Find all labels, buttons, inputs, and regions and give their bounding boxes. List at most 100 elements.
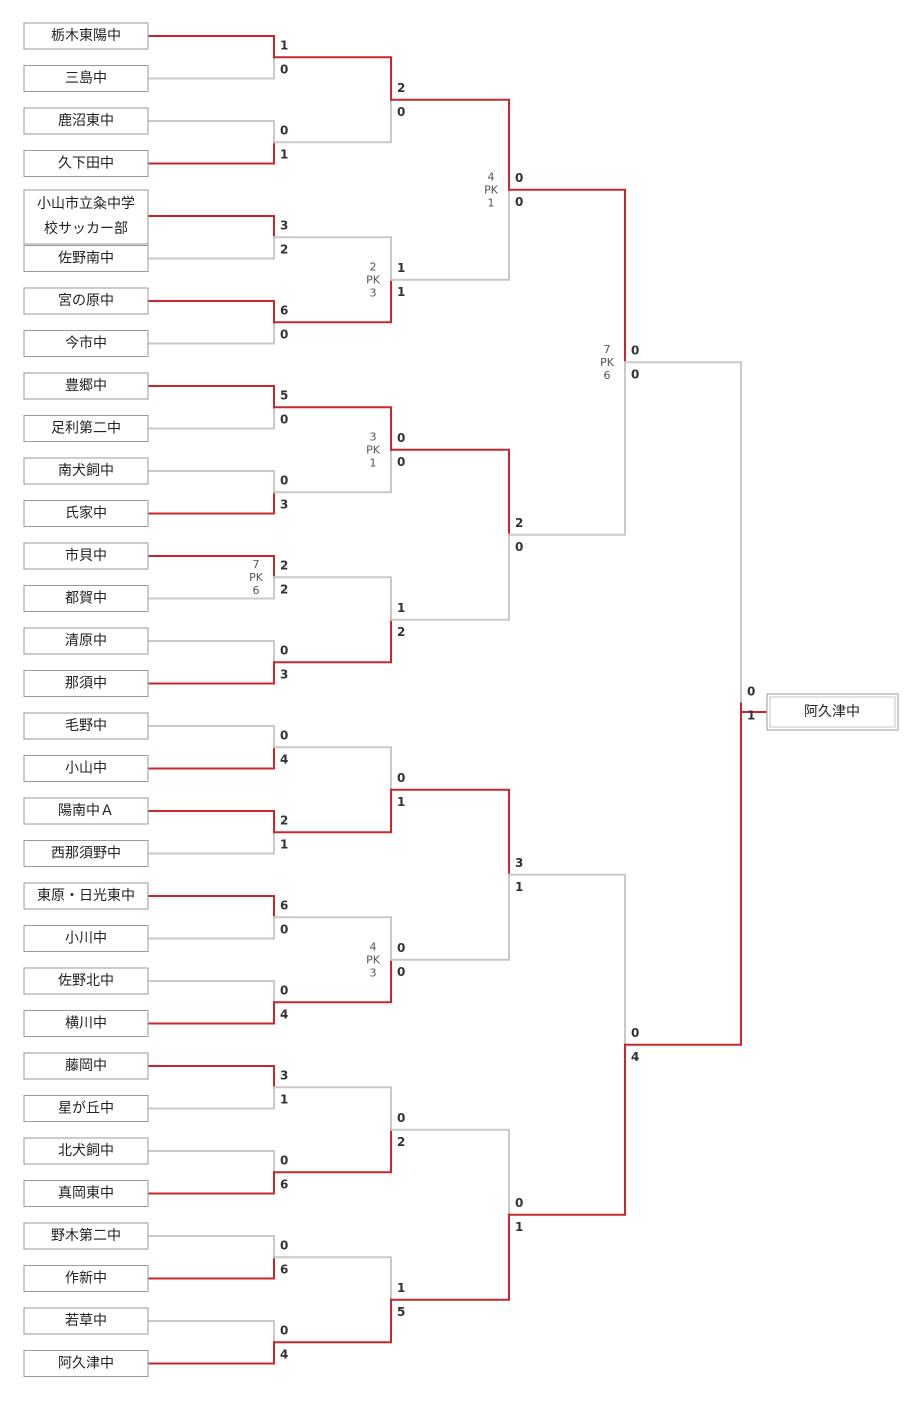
score-label: 0 xyxy=(280,922,288,936)
score-label: 0 xyxy=(280,62,288,76)
team-name: 横川中 xyxy=(65,1016,107,1032)
team-box xyxy=(23,1052,149,1080)
bracket-line-lose xyxy=(147,576,275,600)
team-item: 豊郷中 xyxy=(23,372,149,400)
score-label: 0 xyxy=(397,431,405,445)
pk-label: PK xyxy=(366,443,381,456)
bracket-line-win xyxy=(147,385,275,409)
bracket-line-win xyxy=(273,958,392,1004)
bracket-line-win xyxy=(147,895,275,919)
team-name: 足利第二中 xyxy=(51,420,121,437)
team-box xyxy=(23,415,149,442)
team-box xyxy=(23,967,149,995)
pk-label: PK xyxy=(249,571,264,584)
bracket-line-win xyxy=(273,788,392,834)
bracket-line-win xyxy=(508,188,626,364)
team-box xyxy=(23,330,149,357)
team-name: 今市中 xyxy=(65,335,107,352)
bracket-line-win xyxy=(147,661,275,685)
champion-name: 阿久津中 xyxy=(804,704,860,720)
team-box xyxy=(23,1180,149,1207)
score-label: 3 xyxy=(280,1068,288,1082)
score-label: 0 xyxy=(515,1196,523,1210)
team-item: 毛野中 xyxy=(23,712,149,740)
team-item: 東原・日光東中 xyxy=(23,882,149,910)
score-label: 2 xyxy=(397,81,405,95)
pk-score: 3 xyxy=(370,966,377,979)
score-label: 2 xyxy=(515,516,523,530)
bracket-line-win xyxy=(273,56,392,101)
score-label: 4 xyxy=(280,1007,288,1021)
team-item: 若草中 xyxy=(23,1307,149,1335)
score-label: 1 xyxy=(280,38,288,52)
score-label: 0 xyxy=(280,123,288,137)
team-box xyxy=(23,670,149,697)
team-box xyxy=(23,150,149,177)
team-name: 豊郷中 xyxy=(65,378,107,394)
pk-score: 7 xyxy=(253,558,260,571)
score-label: 4 xyxy=(631,1050,639,1064)
pk-score: 7 xyxy=(604,343,611,356)
score-label: 0 xyxy=(280,327,288,341)
score-label: 0 xyxy=(280,1153,288,1167)
bracket-line-lose xyxy=(147,1086,275,1110)
bracket-line-lose xyxy=(147,1235,275,1259)
team-item: 久下田中 xyxy=(23,150,149,177)
team-name: 陽南中Ａ xyxy=(58,803,114,819)
score-label: 1 xyxy=(397,795,405,809)
team-item: 星が丘中 xyxy=(23,1095,149,1122)
bracket-line-lose xyxy=(390,533,510,621)
bracket-lines xyxy=(147,35,769,1365)
team-box xyxy=(23,1095,149,1122)
score-label: 4 xyxy=(280,1347,288,1361)
team-box xyxy=(23,585,149,612)
team-box xyxy=(23,1137,149,1165)
team-name: 北犬飼中 xyxy=(58,1143,114,1159)
score-label: 0 xyxy=(515,540,523,554)
team-name: 野木第二中 xyxy=(51,1227,121,1244)
score-label: 2 xyxy=(280,242,288,256)
team-name: 東原・日光東中 xyxy=(37,888,135,904)
pk-label: PK xyxy=(366,953,381,966)
team-box xyxy=(23,1010,149,1037)
team-box xyxy=(23,372,149,400)
score-label: 3 xyxy=(280,497,288,511)
bracket-line-lose xyxy=(147,1320,275,1344)
score-label: 0 xyxy=(280,1323,288,1337)
team-name: 藤岡中 xyxy=(65,1058,107,1074)
score-label: 0 xyxy=(747,685,755,699)
score-label: 0 xyxy=(397,1111,405,1125)
bracket-line-lose xyxy=(147,640,275,664)
team-item: 佐野北中 xyxy=(23,967,149,995)
score-label: 0 xyxy=(397,941,405,955)
team-name: 氏家中 xyxy=(65,505,107,522)
bracket-line-win xyxy=(147,1171,275,1195)
pk-score: 3 xyxy=(370,286,377,299)
bracket-line-win xyxy=(147,1341,275,1365)
score-label: 0 xyxy=(280,643,288,657)
pk-score: 6 xyxy=(253,584,260,597)
score-label: 0 xyxy=(280,473,288,487)
team-name: 阿久津中 xyxy=(58,1356,114,1372)
score-label: 0 xyxy=(515,195,523,209)
score-label: 0 xyxy=(280,728,288,742)
score-label: 2 xyxy=(397,625,405,639)
team-item: 野木第二中 xyxy=(23,1222,149,1250)
team-box xyxy=(23,882,149,910)
bracket-line-win xyxy=(273,278,392,324)
champion-area: 阿久津中 xyxy=(766,693,899,731)
bracket-line-lose xyxy=(147,470,275,494)
bracket-line-win xyxy=(147,215,275,239)
bracket-line-lose xyxy=(273,236,392,281)
team-name: 南犬飼中 xyxy=(58,463,114,479)
score-label: 0 xyxy=(280,412,288,426)
bracket-line-lose xyxy=(508,873,626,1046)
team-box xyxy=(23,1307,149,1335)
score-label: 2 xyxy=(397,1135,405,1149)
score-label: 1 xyxy=(397,1281,405,1295)
team-name: 鹿沼東中 xyxy=(58,112,114,129)
team-name: 作新中 xyxy=(65,1271,107,1287)
team-name: 市貝中 xyxy=(65,547,107,564)
pk-label: PK xyxy=(484,183,499,196)
